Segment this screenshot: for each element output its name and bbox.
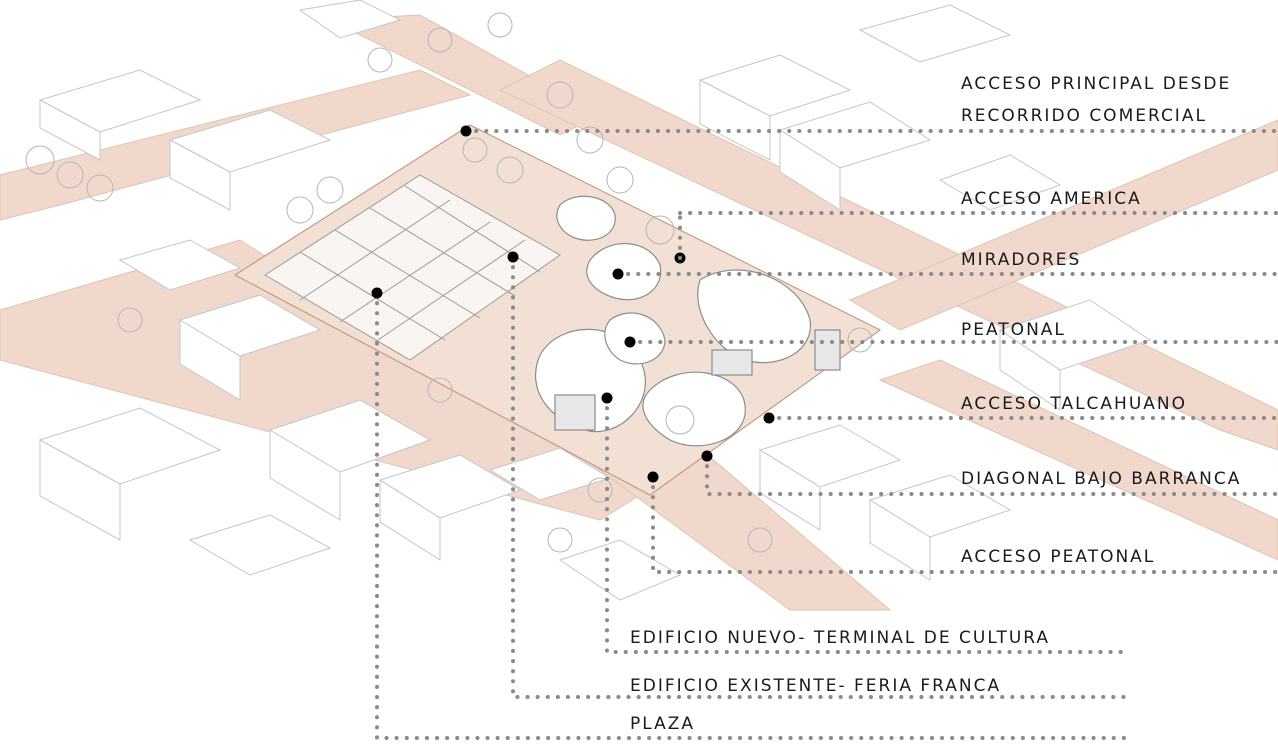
- marker-peatonal: [624, 336, 636, 348]
- marker-edificio-nuevo: [601, 392, 613, 404]
- label-acceso-america: ACCESO AMERICA: [961, 189, 1142, 209]
- street-top-right: [848, 119, 1278, 331]
- label-plaza: PLAZA: [630, 714, 696, 734]
- leader-edificio-nuevo: [605, 396, 1132, 654]
- label-edificio-existente: EDIFICIO EXISTENTE- FERIA FRANCA: [630, 676, 1002, 696]
- label-miradores: MIRADORES: [961, 250, 1082, 270]
- marker-edificio-existente: [507, 251, 519, 263]
- leader-acceso-peatonal: [651, 475, 1278, 574]
- marker-acceso-peatonal: [647, 471, 659, 483]
- marker-acceso-talcahuano: [763, 412, 775, 424]
- marker-miradores: [612, 268, 624, 280]
- leader-plaza: [375, 291, 1132, 740]
- label-acceso-principal-line2: RECORRIDO COMERCIAL: [961, 106, 1207, 126]
- marker-acceso-principal: [460, 125, 472, 137]
- label-peatonal: PEATONAL: [961, 320, 1066, 340]
- street-lower-right: [878, 359, 1278, 561]
- context-buildings: [38, 0, 1152, 601]
- trees: [25, 12, 873, 553]
- marker-plaza: [371, 287, 383, 299]
- label-acceso-peatonal: ACCESO PEATONAL: [961, 547, 1156, 567]
- marker-diagonal-bajo-barranca: [701, 450, 713, 462]
- label-diagonal-bajo-barranca: DIAGONAL BAJO BARRANCA: [961, 469, 1242, 489]
- label-acceso-principal-line1: ACCESO PRINCIPAL DESDE: [961, 74, 1232, 94]
- leader-lines: [375, 129, 1278, 740]
- street-network: [0, 14, 1278, 611]
- label-edificio-nuevo: EDIFICIO NUEVO- TERMINAL DE CULTURA: [630, 628, 1051, 648]
- label-acceso-talcahuano: ACCESO TALCAHUANO: [961, 394, 1188, 414]
